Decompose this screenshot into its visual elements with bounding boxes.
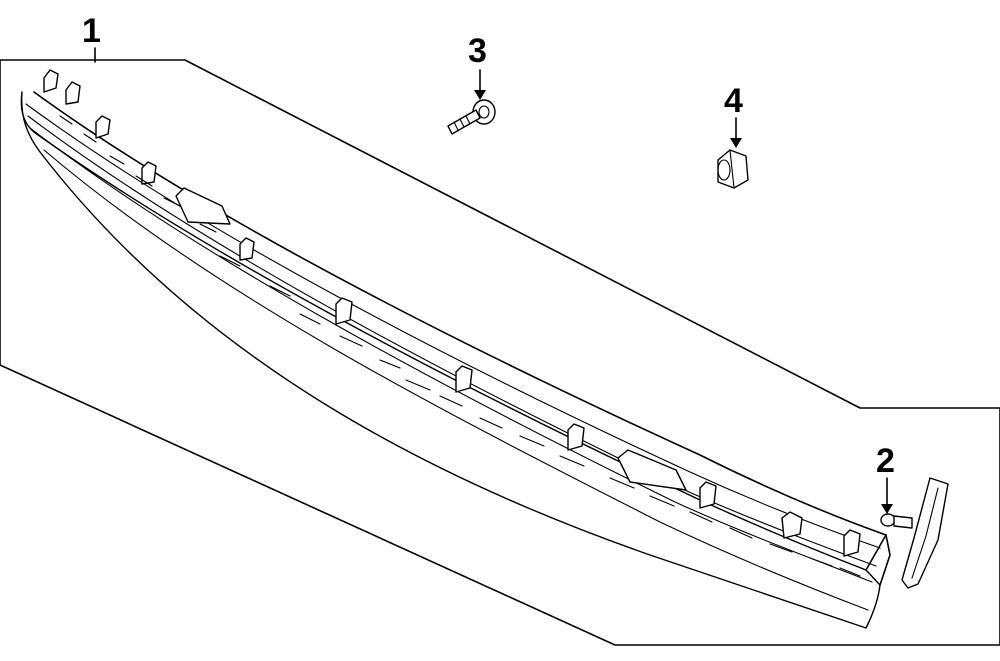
grille-molding — [20, 69, 891, 629]
assembly-outline — [0, 59, 1000, 646]
clip-part — [880, 477, 949, 589]
bolt-part — [447, 69, 496, 135]
nut-part — [717, 117, 749, 189]
callout-2: 2 — [876, 442, 895, 480]
callout-3: 3 — [468, 32, 487, 70]
callout-4: 4 — [724, 82, 743, 120]
callout-1: 1 — [82, 12, 101, 50]
